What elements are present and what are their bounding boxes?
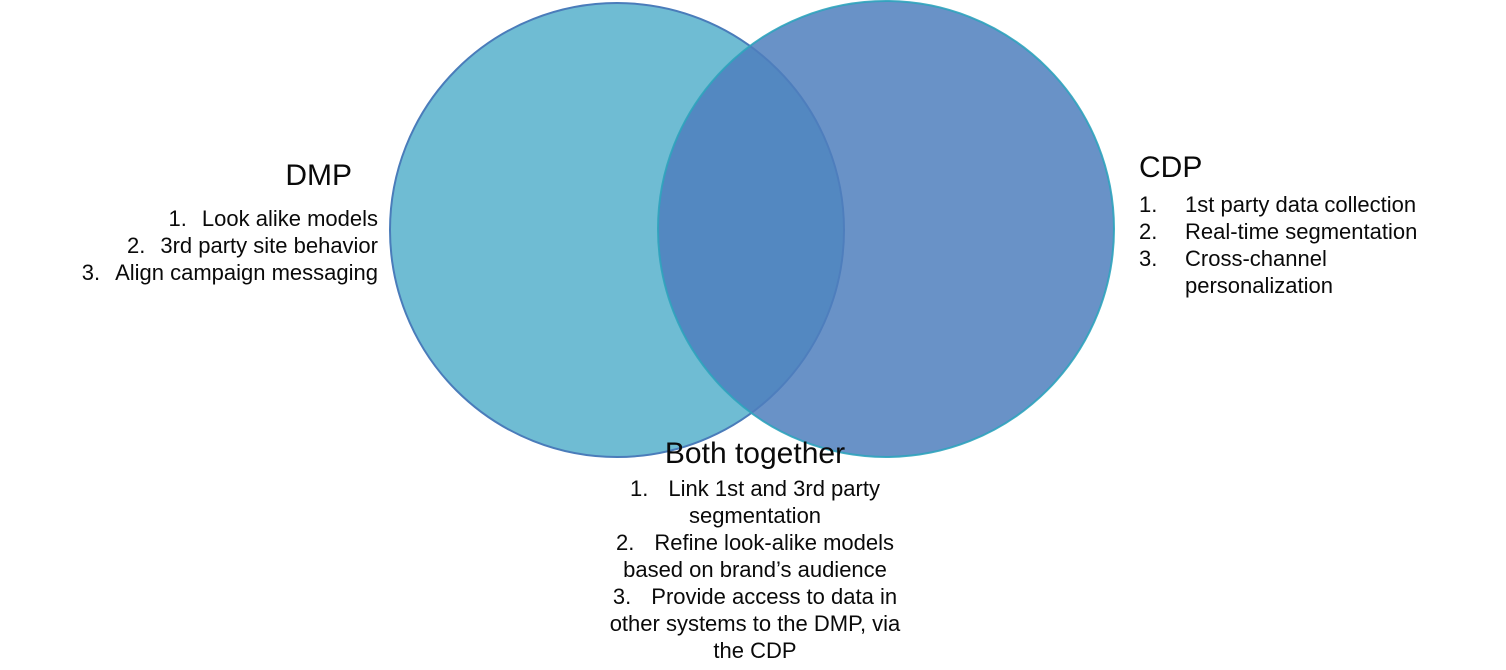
both-together-list: 1. Link 1st and 3rd party segmentation 2.… (535, 475, 975, 664)
item-number: 1. (630, 476, 649, 501)
cdp-label-block: CDP 1. 1st party data collection 2. Real… (1139, 150, 1417, 299)
item-text: Link 1st and 3rd party (668, 476, 880, 501)
cdp-list-item: 1. 1st party data collection (1139, 191, 1417, 218)
item-number: 3. (1139, 246, 1158, 271)
item-number: 3. (81, 260, 101, 285)
both-together-list-item: 2. Refine look-alike models based on bran… (535, 529, 975, 583)
dmp-title: DMP (285, 159, 352, 192)
item-number: 3. (612, 584, 632, 609)
cdp-list-item: 3. Cross-channel personalization (1139, 245, 1417, 299)
item-line: 1. Link 1st and 3rd party (535, 475, 975, 502)
item-number: 1. (1139, 192, 1158, 217)
item-text: Look alike models (201, 206, 378, 231)
item-text: Refine look-alike models (654, 530, 895, 555)
item-text: Cross-channel personalization (1185, 245, 1333, 299)
item-number: 2. (126, 233, 146, 258)
item-text: Real-time segmentation (1185, 218, 1417, 245)
item-text: Align campaign messaging (115, 260, 378, 285)
both-together-label-block: Both together 1. Link 1st and 3rd party s… (535, 436, 975, 664)
cdp-circle (657, 0, 1115, 458)
both-together-list-item: 3. Provide access to data in other system… (535, 583, 975, 664)
item-number: 2. (1139, 219, 1158, 244)
item-number: 2. (615, 530, 635, 555)
cdp-list-item: 2. Real-time segmentation (1139, 218, 1417, 245)
item-line: other systems to the DMP, via (609, 611, 901, 636)
item-text: 3rd party site behavior (160, 233, 378, 258)
both-together-list-item: 1. Link 1st and 3rd party segmentation (535, 475, 975, 529)
both-together-title: Both together (664, 437, 846, 470)
item-line: Real-time segmentation (1185, 219, 1418, 244)
cdp-list: 1. 1st party data collection 2. Real-tim… (1139, 191, 1417, 299)
item-text: 1st party data collection (1185, 191, 1416, 218)
cdp-title: CDP (1139, 151, 1203, 184)
dmp-list-item: 3. Align campaign messaging (82, 259, 378, 286)
dmp-list: 1. Look alike models 2. 3rd party site beh… (82, 205, 378, 286)
item-line: 3. Provide access to data in (535, 583, 975, 610)
dmp-label-block: DMP 1. Look alike models 2. 3rd party site… (82, 158, 378, 286)
item-text: Provide access to data in (651, 584, 898, 609)
item-number: 1. (168, 206, 187, 231)
item-line: 1st party data collection (1185, 192, 1417, 217)
dmp-list-item: 2. 3rd party site behavior (82, 232, 378, 259)
item-line: Cross-channel (1185, 246, 1327, 271)
item-line: segmentation (688, 503, 822, 528)
item-line: personalization (1185, 273, 1333, 298)
item-line: 2. Refine look-alike models (535, 529, 975, 556)
item-line: the CDP (713, 638, 797, 663)
dmp-list-item: 1. Look alike models (82, 205, 378, 232)
item-line: based on brand’s audience (623, 557, 887, 582)
